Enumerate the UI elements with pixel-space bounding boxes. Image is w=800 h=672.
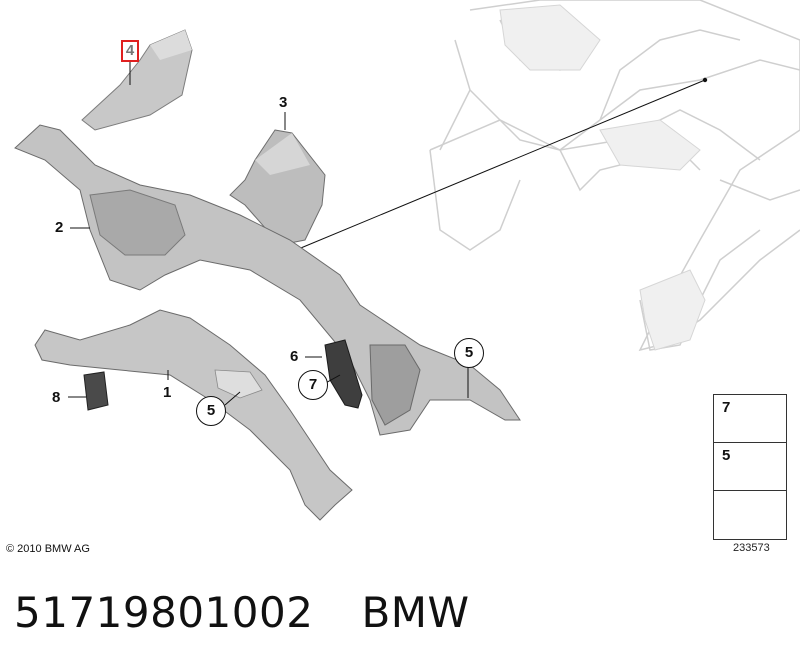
legend-num-7: 7 — [722, 399, 731, 416]
legend-row-nut: 5 — [714, 443, 786, 491]
callout-2: 2 — [55, 219, 64, 236]
leader-line-frame — [295, 79, 706, 251]
part-1-panel — [34, 309, 353, 521]
parts-diagram: 4 3 2 1 8 6 5 5 7 7 5 © 2010 BMW AG 2335… — [6, 0, 800, 555]
legend-num-5: 5 — [722, 447, 731, 464]
callout-6: 6 — [290, 348, 299, 365]
part-number-line: 51719801002 BMW — [14, 588, 470, 637]
part-4-shade — [150, 30, 192, 60]
part-2-rear-pocket — [369, 344, 421, 426]
part-1-recess — [214, 369, 263, 399]
diagram-drawing — [14, 0, 800, 538]
circle-callout-5-lower: 5 — [196, 396, 226, 426]
fastener-legend: 7 5 — [713, 394, 787, 540]
callout-4: 4 — [121, 40, 139, 62]
leader-dot — [702, 77, 708, 83]
circle-callout-5-right: 5 — [454, 338, 484, 368]
part-3-shade — [255, 133, 310, 175]
brand-name: BMW — [361, 588, 470, 637]
callout-3: 3 — [279, 94, 288, 111]
vehicle-frame-ghost — [429, 0, 800, 352]
callout-8: 8 — [52, 389, 61, 406]
callout-1: 1 — [163, 384, 172, 401]
legend-row-arrow — [714, 491, 786, 539]
diagram-id: 233573 — [733, 542, 770, 554]
legend-row-screw: 7 — [714, 395, 786, 443]
part-2-arch — [89, 189, 186, 256]
part-number: 51719801002 — [14, 588, 314, 637]
copyright-text: © 2010 BMW AG — [6, 543, 90, 555]
vehicle-frame-ghost-fill — [499, 4, 706, 351]
part-8-grommet — [83, 371, 109, 411]
circle-callout-7: 7 — [298, 370, 328, 400]
